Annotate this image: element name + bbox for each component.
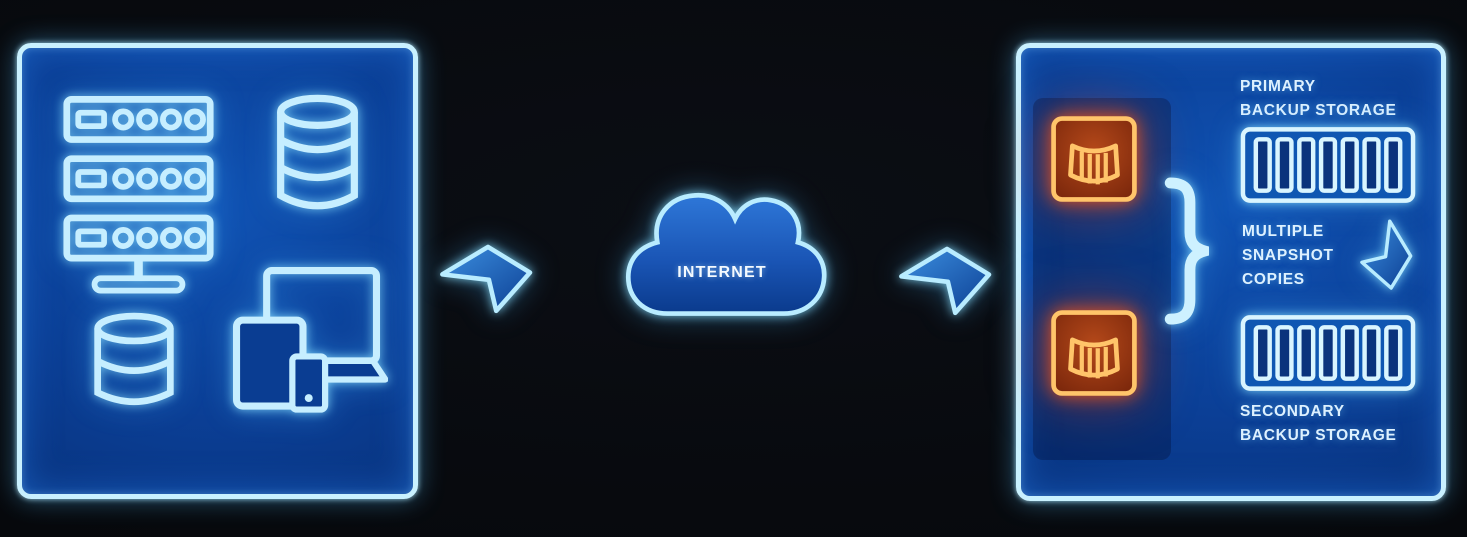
server-stack-icon	[63, 96, 214, 294]
secondary-label-line1: SECONDARY	[1240, 403, 1345, 420]
storage-array-icon	[1240, 315, 1416, 391]
flow-arrow-right-icon	[440, 244, 533, 314]
backup-storage-panel: PRIMARY BACKUP STORAGE MULTIPLE SNAPSHOT…	[1016, 43, 1446, 501]
source-environment-panel	[17, 43, 418, 499]
grouping-brace-icon	[1164, 177, 1209, 325]
snapshot-label-line3: COPIES	[1242, 271, 1305, 288]
primary-label-line1: PRIMARY	[1240, 78, 1316, 95]
snapshot-label-line1: MULTIPLE	[1242, 223, 1324, 240]
database-large-icon	[277, 94, 358, 210]
primary-label-line2: BACKUP STORAGE	[1240, 102, 1397, 119]
internet-label: INTERNET	[677, 264, 767, 282]
secondary-label-line2: BACKUP STORAGE	[1240, 427, 1397, 444]
flow-arrow-right-icon	[899, 246, 992, 316]
storage-array-icon	[1240, 127, 1416, 203]
internet-cloud-icon	[625, 193, 827, 316]
down-arrow-icon	[1360, 219, 1413, 290]
snapshot-container-icon	[1051, 310, 1137, 396]
devices-icon	[233, 266, 388, 413]
internet-cloud: INTERNET	[603, 173, 841, 337]
primary-backup-storage-label: PRIMARY BACKUP STORAGE	[1240, 75, 1397, 123]
snapshot-label-line2: SNAPSHOT	[1242, 247, 1334, 264]
database-small-icon	[94, 312, 174, 405]
snapshot-container-icon	[1051, 116, 1137, 202]
secondary-backup-storage-label: SECONDARY BACKUP STORAGE	[1240, 400, 1397, 448]
multiple-snapshot-copies-label: MULTIPLE SNAPSHOT COPIES	[1242, 220, 1334, 292]
